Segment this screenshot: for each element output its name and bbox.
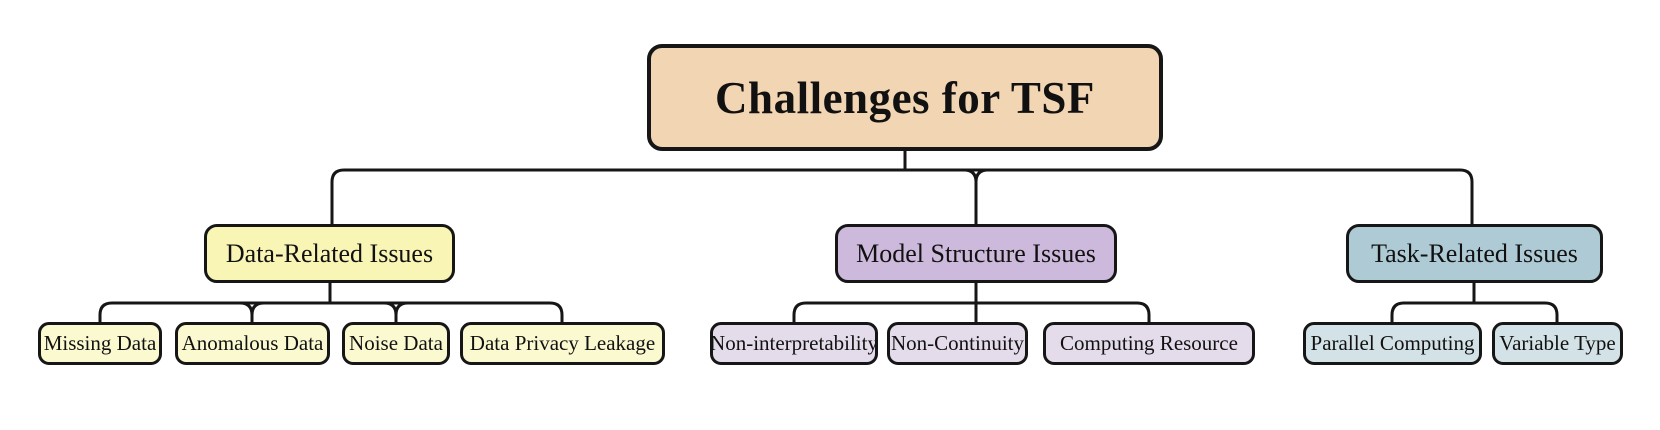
root-node-challenges-for-tsf: Challenges for TSF xyxy=(647,44,1163,151)
branch-node-task-related-issues: Task-Related Issues xyxy=(1346,224,1603,283)
connector-top-rail xyxy=(330,168,1474,225)
branch-node-data-related-issues: Data-Related Issues xyxy=(204,224,455,283)
connector-top-rail-middle-drop xyxy=(963,168,989,225)
leaf-node-computing-resource: Computing Resource xyxy=(1043,322,1255,365)
branch-node-model-structure-issues: Model Structure Issues xyxy=(835,224,1117,283)
connector-model-rail xyxy=(792,301,1151,323)
connector-data-child3-drop xyxy=(383,301,409,323)
leaf-node-non-continuity: Non-Continuity xyxy=(887,322,1028,365)
leaf-node-non-interpretability: Non-interpretability xyxy=(710,322,878,365)
leaf-node-missing-data: Missing Data xyxy=(38,322,162,365)
leaf-node-variable-type: Variable Type xyxy=(1492,322,1623,365)
leaf-node-data-privacy-leakage: Data Privacy Leakage xyxy=(460,322,665,365)
leaf-node-noise-data: Noise Data xyxy=(342,322,450,365)
connector-data-child2-drop xyxy=(239,301,265,323)
connector-data-rail xyxy=(98,301,564,323)
connector-task-rail xyxy=(1390,301,1559,323)
leaf-node-parallel-computing: Parallel Computing xyxy=(1303,322,1482,365)
leaf-node-anomalous-data: Anomalous Data xyxy=(175,322,330,365)
